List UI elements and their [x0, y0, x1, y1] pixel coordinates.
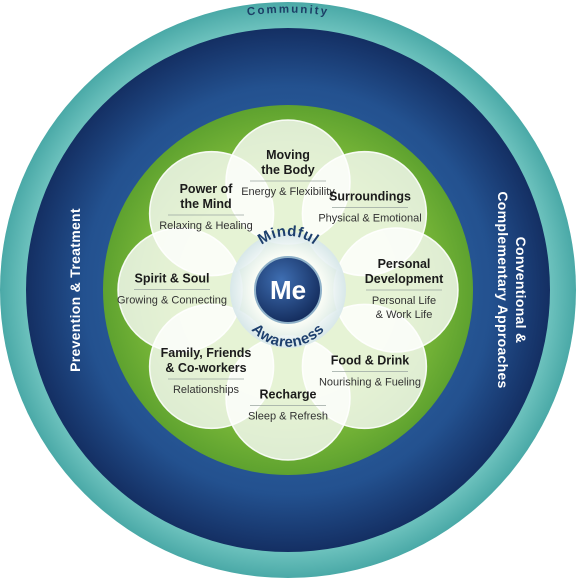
- petal-title-0-1: the Body: [261, 163, 315, 177]
- petal-circle-7: [148, 150, 275, 277]
- prevention-treatment-label: Prevention & Treatment: [67, 208, 83, 372]
- petal-subtitle-2-1: & Work Life: [376, 309, 433, 321]
- petal-title-3-0: Food & Drink: [331, 354, 410, 368]
- petal-subtitle-7-0: Relaxing & Healing: [159, 220, 253, 232]
- petal-subtitle-4-0: Sleep & Refresh: [248, 411, 328, 423]
- petal-title-6-0: Spirit & Soul: [135, 272, 210, 286]
- petal-title-7-1: the Mind: [180, 197, 231, 211]
- community-label: Community: [246, 4, 329, 19]
- petal-subtitle-5-0: Relationships: [173, 384, 240, 396]
- me-label: Me: [270, 275, 306, 305]
- petal-subtitle-1-0: Physical & Emotional: [318, 213, 421, 225]
- petal-title-7-0: Power of: [180, 182, 234, 196]
- petal-title-4-0: Recharge: [260, 388, 317, 402]
- conventional-label: Conventional &: [513, 237, 529, 344]
- petal-title-2-1: Development: [365, 272, 444, 286]
- petal-subtitle-0-0: Energy & Flexibility: [241, 186, 335, 198]
- petal-title-5-0: Family, Friends: [161, 346, 252, 360]
- petal-subtitle-2-0: Personal Life: [372, 295, 436, 307]
- petal-title-1-0: Surroundings: [329, 190, 411, 204]
- petal-subtitle-6-0: Growing & Connecting: [117, 295, 227, 307]
- petal-subtitle-3-0: Nourishing & Fueling: [319, 377, 421, 389]
- me-circle: [254, 256, 322, 324]
- petal-title-0-0: Moving: [266, 148, 310, 162]
- petal-title-2-0: Personal: [378, 257, 431, 271]
- petal-title-5-1: & Co-workers: [165, 361, 246, 375]
- complementary-approaches-label: Complementary Approaches: [495, 191, 511, 388]
